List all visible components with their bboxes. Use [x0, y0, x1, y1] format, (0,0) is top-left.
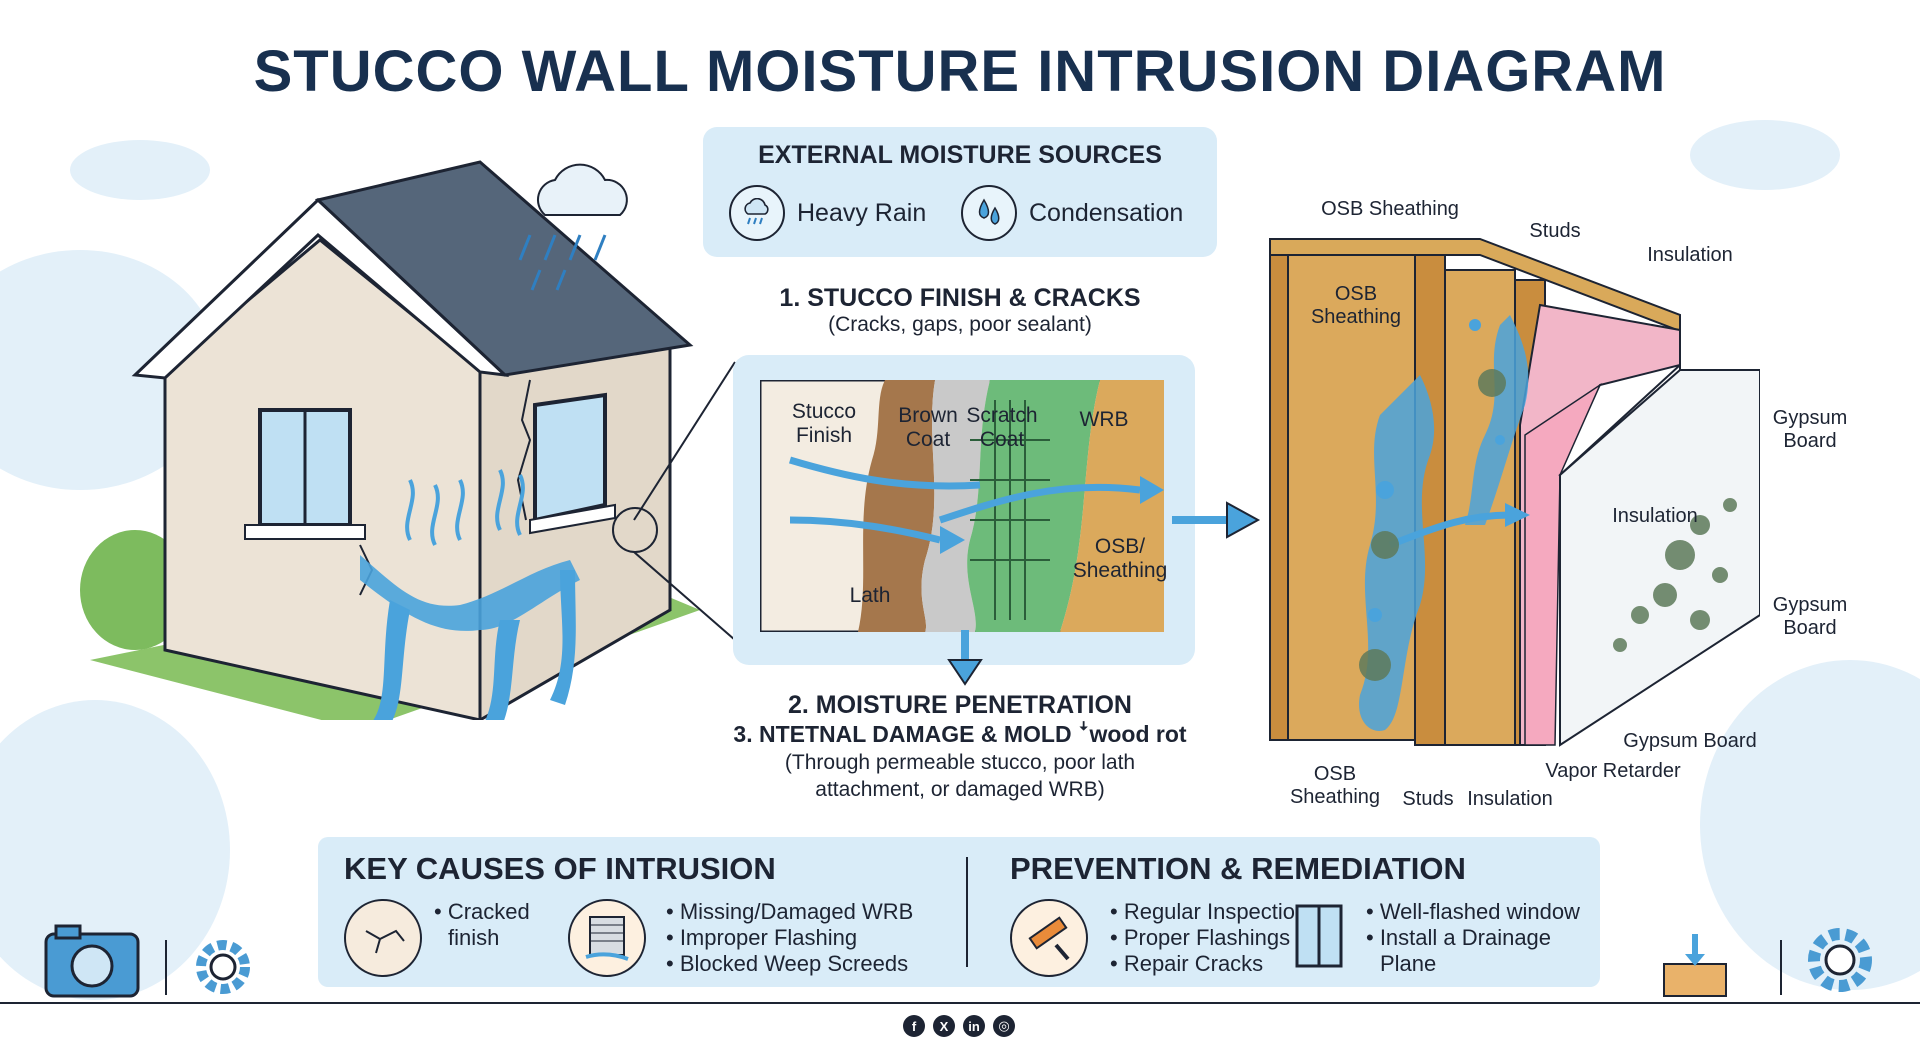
step2-heading: 2. MOISTURE PENETRATION — [787, 691, 1132, 719]
water-drops-icon — [961, 185, 1017, 241]
source-condensation: Condensation — [961, 185, 1183, 241]
scratch-coat-layer — [921, 380, 990, 632]
water-flow — [360, 555, 580, 631]
facebook-icon[interactable]: f — [903, 1015, 925, 1037]
gear-icon — [196, 940, 250, 994]
window-icon — [1294, 903, 1344, 969]
page-title: STUCCO WALL MOISTURE INTRUSION DIAGRAM — [253, 39, 1667, 104]
osb-layer — [1060, 380, 1164, 632]
water-flow-inner — [1359, 375, 1435, 731]
label-vapor-retarder: Vapor Retarder — [1545, 760, 1681, 782]
wrb-flashing-icon — [568, 899, 646, 977]
lath-mesh — [970, 400, 1050, 620]
label-studs-bottom: Studs — [1402, 788, 1454, 810]
label-insulation-bottom: Insulation — [1467, 788, 1553, 810]
layers-cross-section — [760, 380, 1164, 632]
external-sources-panel: EXTERNAL MOISTURE SOURCES Heavy Rain Con… — [703, 127, 1217, 257]
stud — [1269, 254, 1289, 741]
source-label: Condensation — [1029, 198, 1184, 227]
prevention-heading: PREVENTION & REMEDIATION — [1010, 851, 1466, 886]
linkedin-icon[interactable]: in — [963, 1015, 985, 1037]
brown-coat-layer — [858, 380, 935, 632]
label-osb-sheathing-layer: OSB/ Sheathing — [1072, 535, 1168, 583]
label-stucco-finish: Stucco Finish — [791, 400, 857, 448]
caulk-gun-icon — [1010, 899, 1088, 977]
divider-left — [165, 940, 167, 995]
label-osb-inner: OSB Sheathing — [1310, 283, 1402, 328]
arrow-right — [1172, 501, 1261, 539]
arrow-down — [947, 630, 983, 686]
prevention-list-2: • Well-flashed window • Install a Draina… — [1366, 899, 1580, 976]
bottom-panel: KEY CAUSES OF INTRUSION PREVENTION & REM… — [318, 837, 1600, 987]
rain-cloud-icon — [729, 185, 785, 241]
step3-sub-2: attachment, or damaged WRB) — [815, 778, 1105, 801]
label-gypsum-3: Gypsum Board — [1623, 730, 1757, 752]
gear-icon — [1808, 928, 1872, 992]
cracked-finish-icon — [344, 899, 422, 977]
label-studs-top: Studs — [1529, 220, 1581, 242]
label-insulation-top: Insulation — [1647, 244, 1733, 266]
wrb-layer — [967, 380, 1100, 632]
label-lath: Lath — [849, 584, 891, 607]
cause-cracked: • Cracked finish — [434, 899, 530, 950]
label-wrb: WRB — [1079, 408, 1129, 431]
source-label: Heavy Rain — [797, 198, 927, 227]
step3-sub-1: (Through permeable stucco, poor lath — [784, 751, 1136, 774]
bg-cloud-left-2 — [70, 140, 210, 200]
instagram-icon[interactable]: ◎ — [993, 1015, 1015, 1037]
step3-block: 3. NTETNAL DAMAGE & MOLD ꜜwood rot (Thro… — [680, 721, 1240, 802]
house-illustration — [80, 160, 700, 720]
external-sources-heading: EXTERNAL MOISTURE SOURCES — [758, 141, 1162, 169]
footer-line — [0, 1002, 1920, 1004]
x-icon[interactable]: X — [933, 1015, 955, 1037]
label-osb-bottom: OSB Sheathing — [1289, 763, 1381, 808]
wood-drainage-icon — [1663, 934, 1727, 997]
prevention-list-1: • Regular Inspection • Proper Flashings … — [1110, 899, 1308, 976]
water-bubbles — [1368, 319, 1505, 622]
camera-icon — [44, 924, 140, 998]
step1-heading: 1. STUCCO FINISH & CRACKS — [779, 284, 1141, 312]
step3-heading: 3. NTETNAL DAMAGE & MOLD ꜜwood rot — [733, 721, 1187, 747]
callout-lines — [633, 361, 736, 641]
label-insulation-mid: Insulation — [1612, 505, 1698, 527]
house-window-side — [533, 392, 607, 523]
bush — [80, 530, 190, 650]
key-causes-heading: KEY CAUSES OF INTRUSION — [344, 851, 776, 886]
step2-block: 2. MOISTURE PENETRATION — [720, 691, 1200, 720]
mold-spots — [1359, 369, 1737, 681]
divider-right — [1780, 940, 1782, 995]
gypsum-board — [1559, 369, 1760, 747]
insulation — [1524, 382, 1602, 746]
label-gypsum-1: Gypsum Board — [1772, 407, 1848, 452]
label-scratch-coat: Scratch Coat — [966, 404, 1038, 452]
source-heavy-rain: Heavy Rain — [729, 185, 926, 241]
step1-sub: (Cracks, gaps, poor sealant) — [828, 313, 1092, 336]
label-gypsum-2: Gypsum Board — [1772, 594, 1848, 639]
divider — [966, 857, 968, 967]
step1-block: 1. STUCCO FINISH & CRACKS (Cracks, gaps,… — [720, 284, 1200, 337]
label-osb-top: OSB Sheathing — [1321, 198, 1459, 220]
wall-framing-3d — [1269, 238, 1760, 747]
label-brown-coat: Brown Coat — [898, 404, 958, 452]
cause-list: • Missing/Damaged WRB • Improper Flashin… — [666, 899, 914, 976]
bg-cloud-right — [1690, 120, 1840, 190]
rain-cloud — [536, 163, 628, 216]
